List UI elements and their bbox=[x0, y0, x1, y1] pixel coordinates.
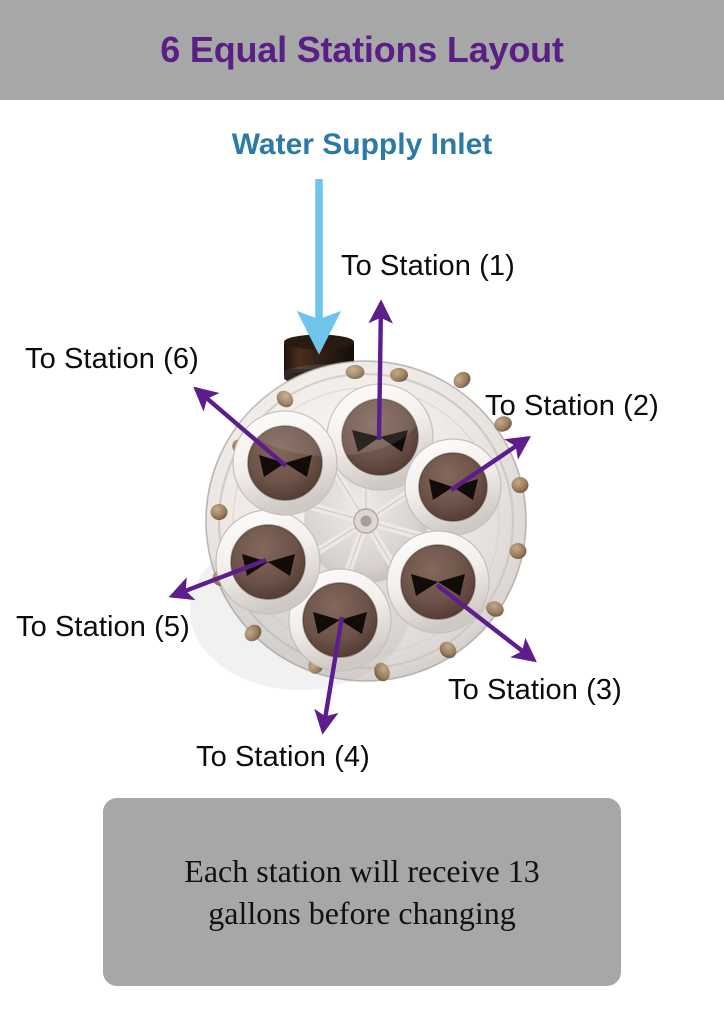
port-6 bbox=[232, 410, 338, 516]
station-arrow-3 bbox=[435, 583, 537, 663]
station-label-3: To Station (3) bbox=[448, 674, 622, 706]
port-3 bbox=[386, 530, 490, 634]
station-arrow-2 bbox=[449, 435, 532, 492]
manifold-photo bbox=[190, 334, 529, 690]
port-1 bbox=[326, 383, 434, 491]
footer-note-text: Each station will receive 13 gallons bef… bbox=[184, 852, 540, 931]
station-label-5: To Station (5) bbox=[16, 611, 190, 643]
header-banner bbox=[0, 0, 724, 100]
station-arrow-6 bbox=[193, 386, 288, 468]
manifold-ports bbox=[215, 383, 502, 672]
water-supply-inlet-label: Water Supply Inlet bbox=[231, 128, 493, 161]
port-2 bbox=[404, 438, 502, 536]
page-title: 6 Equal Stations Layout bbox=[160, 29, 564, 70]
station-label-6: To Station (6) bbox=[25, 343, 199, 375]
port-5 bbox=[215, 509, 321, 615]
station-arrow-1 bbox=[368, 299, 393, 441]
station-label-1: To Station (1) bbox=[341, 250, 515, 282]
station-arrow-4 bbox=[314, 616, 345, 735]
rim-bolts bbox=[210, 365, 529, 682]
port-4 bbox=[288, 568, 392, 672]
center-hub bbox=[302, 458, 428, 584]
station-arrow-5 bbox=[168, 557, 267, 601]
station-label-2: To Station (2) bbox=[485, 390, 659, 422]
footer-note-box: Each station will receive 13 gallons bef… bbox=[103, 798, 621, 986]
station-label-4: To Station (4) bbox=[196, 741, 370, 773]
inlet-cap bbox=[284, 334, 354, 385]
